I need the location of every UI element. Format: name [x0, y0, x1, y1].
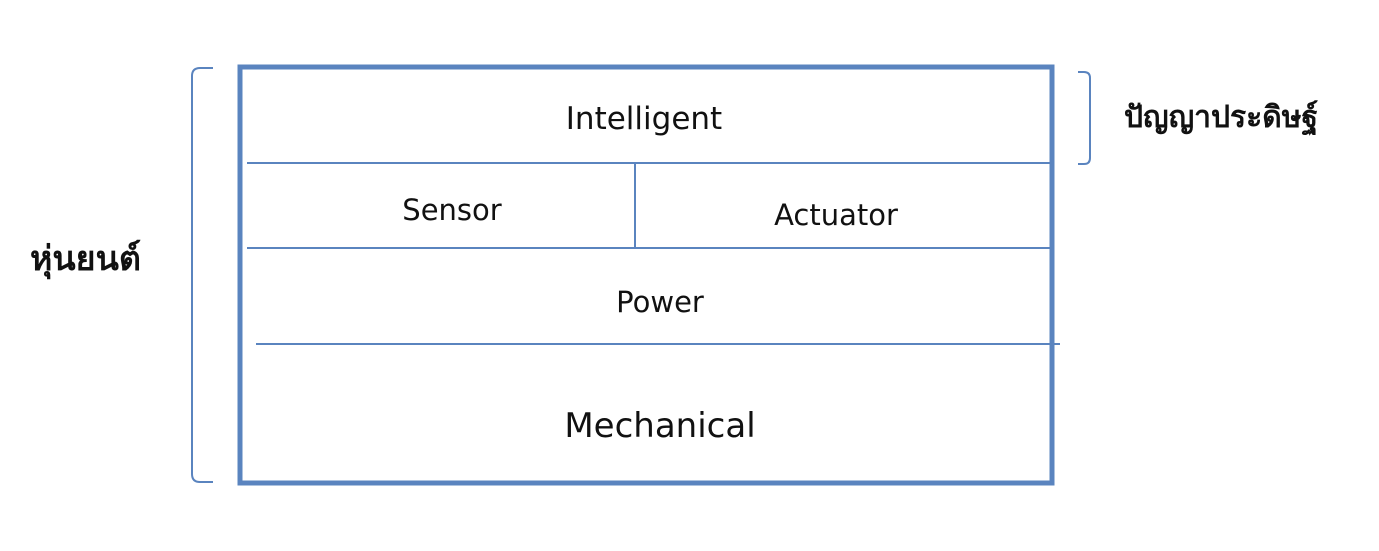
layer-sensor: Sensor — [402, 193, 502, 227]
layer-power: Power — [616, 285, 704, 319]
ai-bracket — [1078, 71, 1091, 165]
layer-actuator: Actuator — [774, 198, 898, 232]
outer-frame — [237, 64, 1055, 486]
layer-intelligent: Intelligent — [565, 101, 723, 137]
robot-bracket — [191, 67, 213, 483]
robot-label: หุ่นยนต์ — [30, 239, 141, 279]
layer-mechanical: Mechanical — [564, 406, 756, 446]
ai-label: ปัญญาประดิษฐ์ — [1124, 100, 1319, 135]
